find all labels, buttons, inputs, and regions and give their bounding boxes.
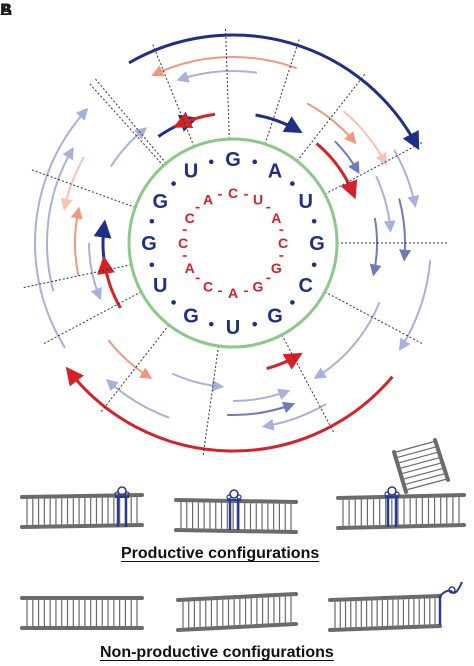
arc-arrow xyxy=(393,149,420,208)
inner-base: C xyxy=(228,185,238,201)
boundary-line xyxy=(89,83,164,167)
duplex-diagrams xyxy=(20,438,466,632)
outer-link-dot xyxy=(208,321,214,327)
outer-link-dot xyxy=(171,300,176,305)
arc-arrow xyxy=(342,110,387,166)
adapter xyxy=(384,486,400,527)
duplex xyxy=(328,594,442,632)
adapter xyxy=(114,486,130,527)
outer-base: G xyxy=(152,191,168,213)
boundary-line xyxy=(225,29,230,140)
outer-link-dot xyxy=(252,321,258,327)
arc-arrow xyxy=(88,242,102,301)
arc-arrow xyxy=(369,217,382,277)
outer-base: U xyxy=(184,160,198,182)
arc-arrow xyxy=(46,146,74,292)
arc-arrow xyxy=(97,255,122,309)
inner-base: C xyxy=(278,235,288,251)
inner-base: G xyxy=(271,260,282,276)
outer-base: G xyxy=(267,306,283,328)
arc-arrow xyxy=(173,111,216,129)
inner-base: C xyxy=(185,210,195,226)
outer-link-dot xyxy=(290,181,295,186)
arc-arrow xyxy=(313,301,381,379)
boundary-line xyxy=(202,345,220,455)
boundary-line xyxy=(95,78,167,164)
outer-base: G xyxy=(225,149,241,171)
outer-base: G xyxy=(141,233,157,255)
inner-base: G xyxy=(253,278,264,294)
duplex xyxy=(336,493,466,530)
outer-base: U xyxy=(299,191,313,213)
arc-arrow xyxy=(176,70,258,83)
arc-arrow xyxy=(232,388,291,402)
outer-link-dot xyxy=(208,159,214,165)
arc-arrow xyxy=(261,403,327,431)
arc-arrow xyxy=(306,102,357,145)
panel-a-label: A xyxy=(0,0,13,19)
arc-arrow xyxy=(107,339,153,379)
outer-link-dot xyxy=(311,218,317,224)
arc-arrow xyxy=(226,401,296,416)
adapter-loose-end xyxy=(438,581,463,625)
outer-link-dot xyxy=(311,262,317,268)
adapter xyxy=(226,489,242,530)
arc-arrow xyxy=(65,366,394,453)
arc-arrow xyxy=(34,107,89,349)
outer-link-dot xyxy=(290,300,295,305)
arc-arrow xyxy=(266,352,303,371)
outer-base: G xyxy=(309,233,325,255)
duplex xyxy=(20,493,144,529)
arc-arrow xyxy=(105,378,170,419)
outer-link-dot xyxy=(149,218,155,224)
arc-arrow xyxy=(398,198,412,262)
arc-arrow xyxy=(128,33,420,151)
arc-arrow xyxy=(110,127,148,168)
arc-arrow xyxy=(171,372,225,392)
arc-arrow xyxy=(151,56,297,77)
boundary-line xyxy=(31,169,136,208)
arc-arrow xyxy=(399,260,432,351)
arc-layer xyxy=(23,29,447,455)
arc-arrow xyxy=(315,142,358,200)
boundary-line xyxy=(152,44,195,147)
boundary-line xyxy=(281,334,334,433)
arc-arrow xyxy=(334,140,360,175)
outer-base: C xyxy=(299,275,313,297)
outer-base: U xyxy=(226,317,240,339)
outer-link-dot xyxy=(171,181,176,186)
arc-arrow xyxy=(375,175,396,233)
arc-arrow xyxy=(70,206,83,277)
inner-base: U xyxy=(253,192,263,208)
duplex xyxy=(176,592,298,632)
nonproductive-caption: Non-productive configurations xyxy=(100,644,334,661)
tilted-duplex xyxy=(392,438,450,494)
inner-base: A xyxy=(271,210,281,226)
inner-base: C xyxy=(178,235,188,251)
productive-caption: Productive configurations xyxy=(121,545,320,562)
arc-arrow xyxy=(60,156,85,211)
inner-base: A xyxy=(203,192,213,208)
outer-link-dot xyxy=(149,262,155,268)
outer-base: A xyxy=(268,160,282,182)
boundary-line xyxy=(43,291,142,344)
inner-base: A xyxy=(185,260,195,276)
panel-b-label: B xyxy=(0,0,13,19)
arc-arrow xyxy=(255,113,303,134)
outer-base: U xyxy=(153,275,167,297)
duplex xyxy=(174,498,298,534)
outer-base: G xyxy=(183,306,199,328)
outer-link-dot xyxy=(252,159,258,165)
inner-base: A xyxy=(228,285,238,301)
inner-base: C xyxy=(203,278,213,294)
green-circle xyxy=(127,137,339,349)
duplex xyxy=(20,596,144,630)
